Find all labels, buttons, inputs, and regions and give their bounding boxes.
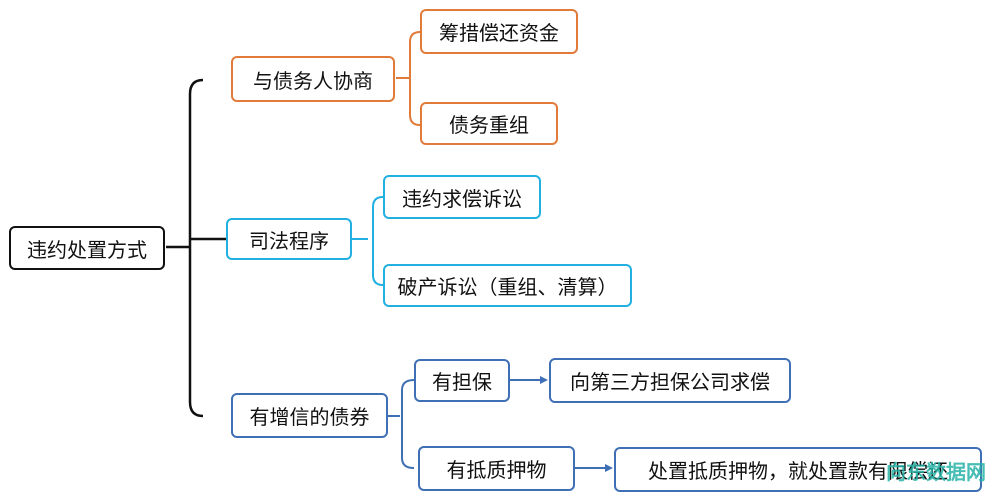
result-collateral-disposal: 处置抵质押物，就处置款有限偿还 [614,447,982,492]
negotiate-bracket [396,31,421,126]
leaf-default-lawsuit: 违约求偿诉讼 [383,175,541,219]
watermark: 向东数据网 [886,460,986,484]
leaf-guaranteed: 有担保 [414,359,510,402]
branch-judicial: 司法程序 [226,218,352,260]
credit-bracket [388,379,415,469]
branch-credit-enhanced: 有增信的债券 [231,393,388,438]
root-bracket [166,78,228,418]
leaf-collateral: 有抵质押物 [418,446,575,491]
leaf-raise-funds: 筹措偿还资金 [420,9,578,54]
judicial-bracket [352,196,384,286]
branch-negotiate: 与债务人协商 [231,56,395,102]
result-guarantor-claim: 向第三方担保公司求偿 [549,358,791,403]
arrowhead-collateral [605,464,613,472]
leaf-debt-restructuring: 债务重组 [420,102,558,145]
leaf-bankruptcy-lawsuit: 破产诉讼（重组、清算） [383,264,632,307]
arrowhead-guarantee [540,376,548,384]
root-node: 违约处置方式 [9,226,165,270]
